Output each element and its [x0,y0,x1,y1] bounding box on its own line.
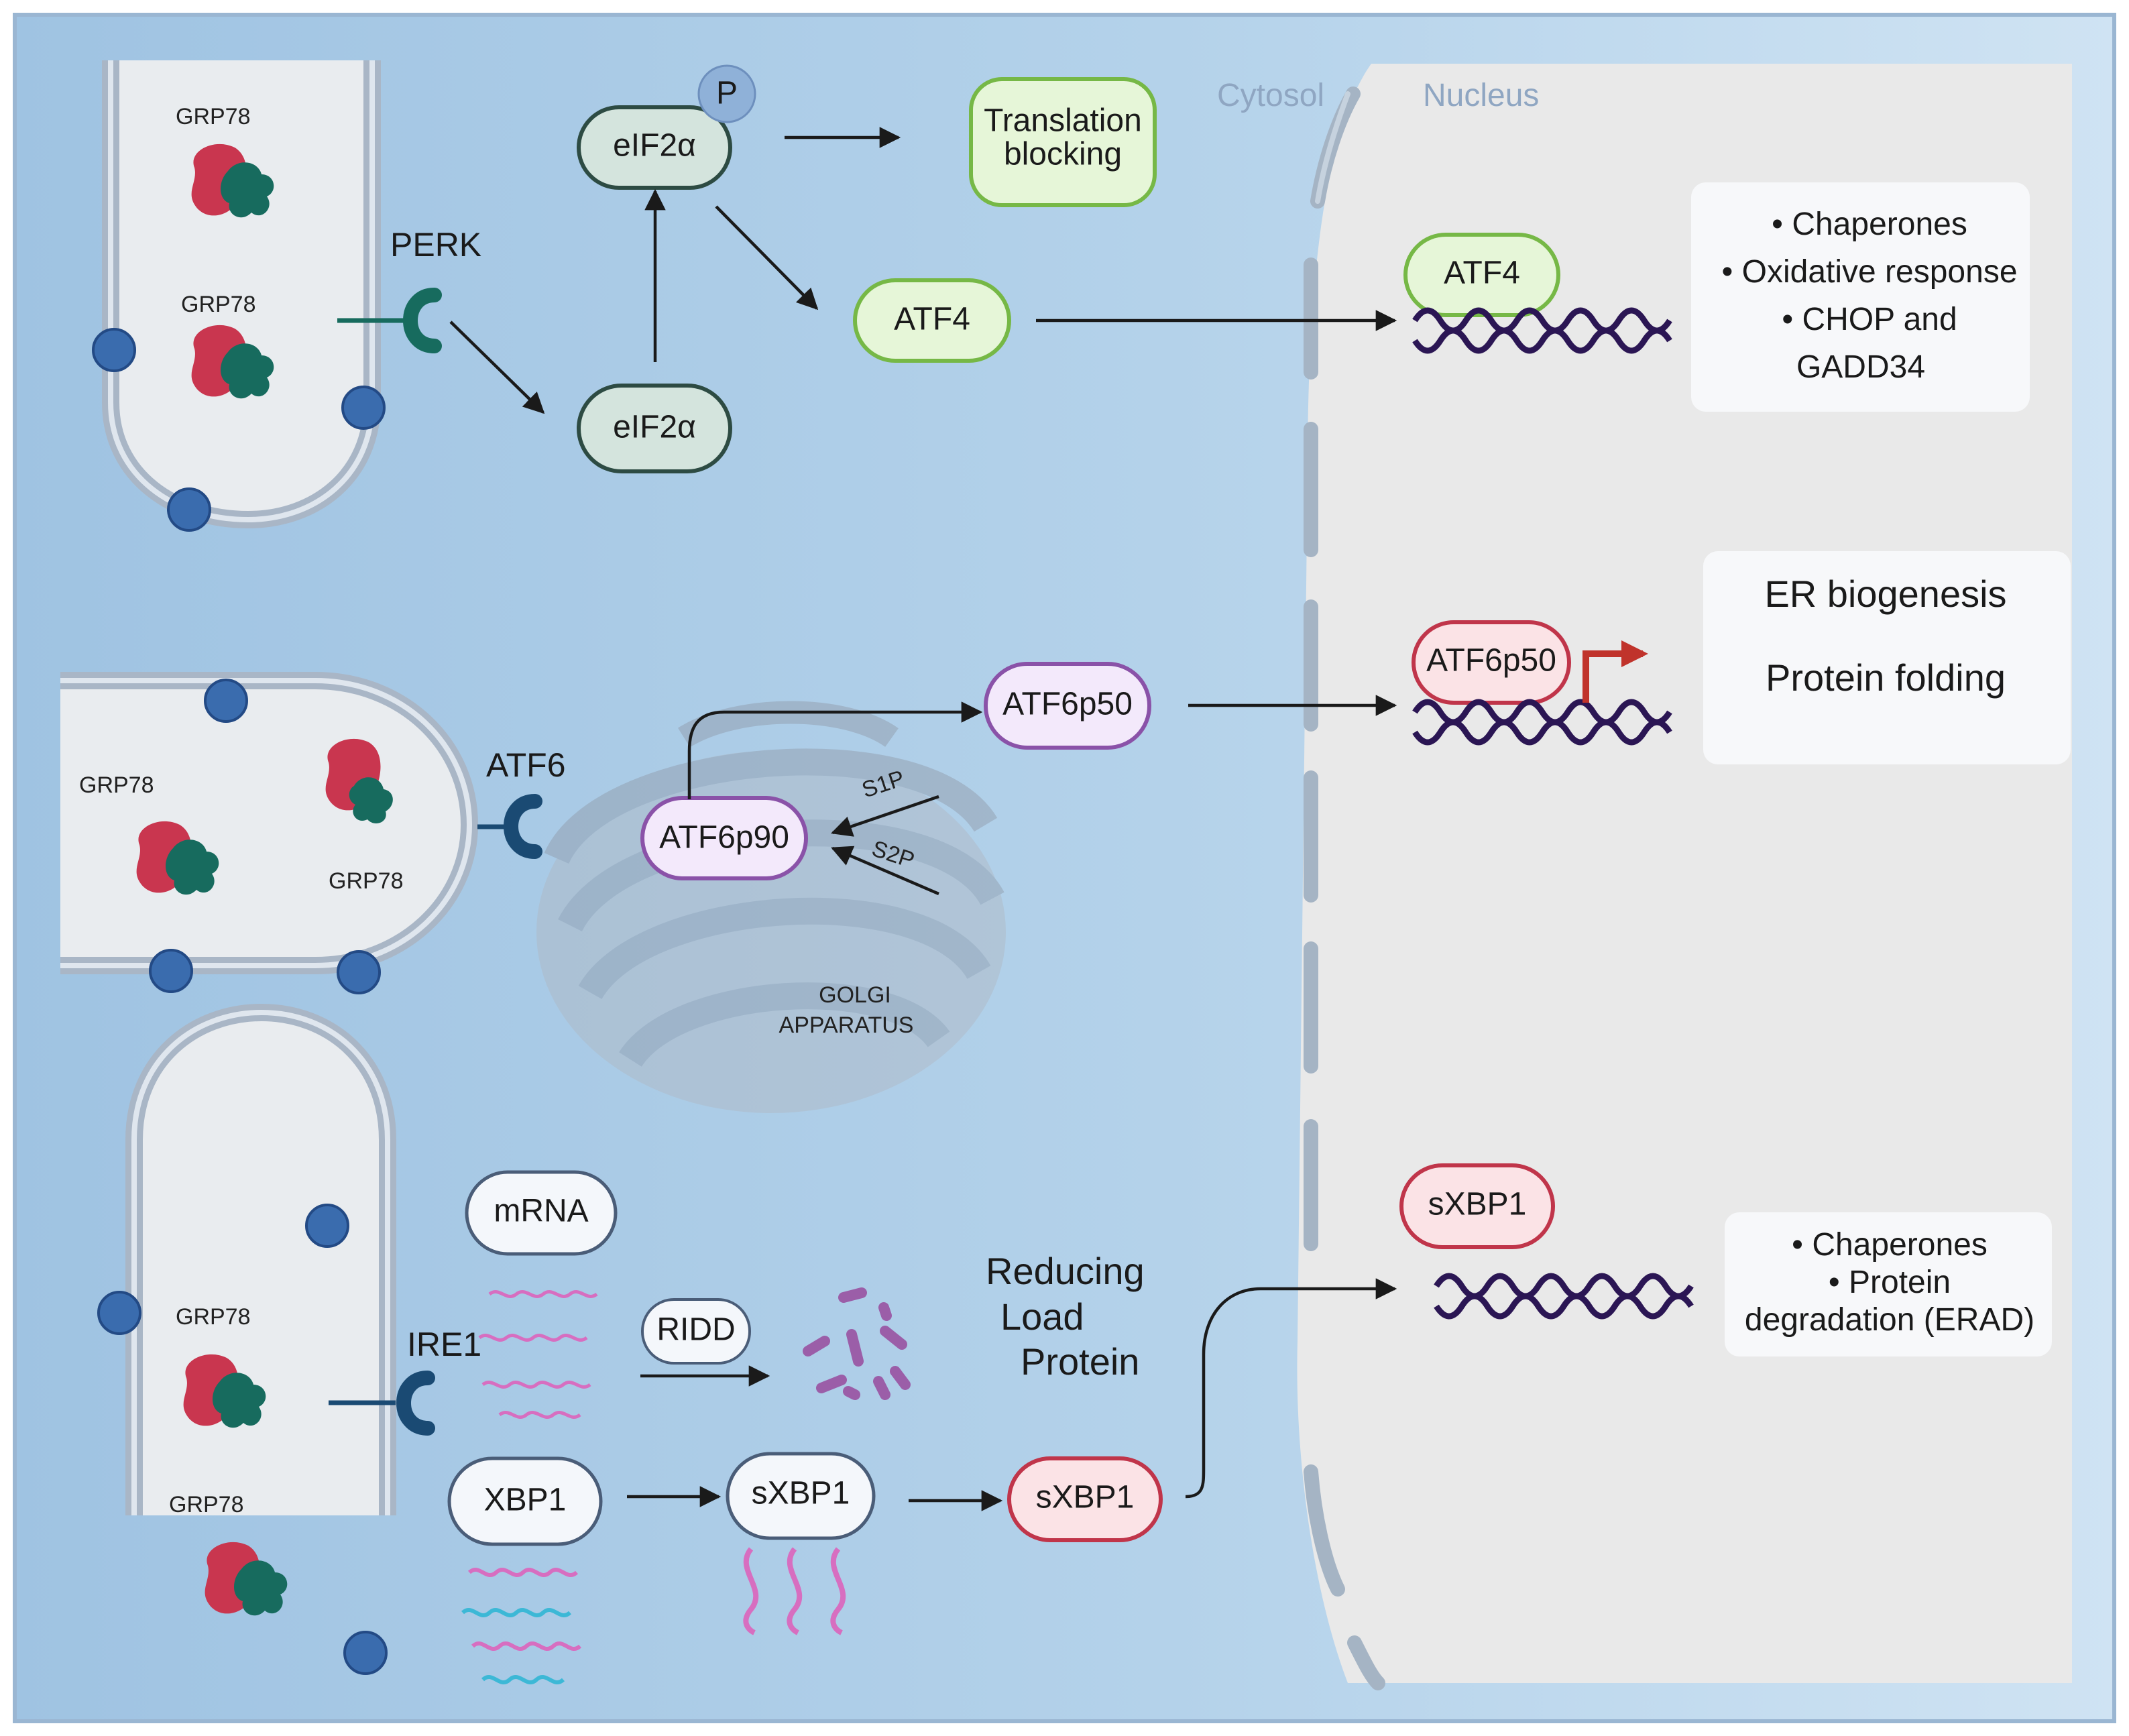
grp78-label: GRP78 [181,292,256,317]
ire1-receptor-icon [396,1371,435,1436]
ire1-outcome-item: • Protein [1829,1265,1951,1300]
svg-text:RIDD: RIDD [656,1312,735,1348]
mrna-strands-icon [478,1290,598,1419]
svg-text:eIF2α: eIF2α [613,410,696,445]
grp78-protein-icon [205,1542,288,1616]
ridd-node: RIDD [641,1298,751,1365]
svg-text:mRNA: mRNA [494,1194,588,1229]
atf6-outcome-item: ER biogenesis [1764,573,2006,615]
reducing-load-label: Load [1000,1295,1084,1338]
grp78-protein-icon [136,821,219,895]
xbp1-mrna-strands-icon [461,1568,582,1684]
perk-label: PERK [390,226,481,264]
dna-helix-icon [1434,1273,1694,1320]
ire1-label: IRE1 [407,1326,481,1363]
sxbp1-node: sXBP1 [1007,1456,1163,1542]
svg-text:ATF6p90: ATF6p90 [659,820,789,856]
degraded-mrna-fragments-icon [803,1287,911,1400]
ribosome-icon [149,679,381,994]
svg-text:Translation: Translation [984,103,1142,139]
reducing-load-label: Protein [1021,1340,1139,1383]
perk-outcomes-box: • Chaperones • Oxidative response • CHOP… [1691,182,2030,412]
atf6-outcome-item: Protein folding [1766,656,2006,699]
reducing-load-label: Reducing [986,1250,1145,1292]
perk-receptor-icon [403,288,442,353]
golgi-label: GOLGI [819,982,891,1008]
eif2a-phosphorylated-node: eIF2α [577,105,732,190]
svg-text:sXBP1: sXBP1 [1428,1187,1527,1222]
ribosome-icon [92,328,386,532]
atf6-outcomes-box: ER biogenesis Protein folding [1703,551,2071,764]
svg-text:eIF2α: eIF2α [613,128,696,164]
svg-text:sXBP1: sXBP1 [752,1476,850,1511]
grp78-protein-icon [191,325,274,399]
xbp1-node: XBP1 [447,1456,603,1546]
ire1-outcome-item: degradation (ERAD) [1745,1302,2034,1338]
grp78-label: GRP78 [79,772,154,798]
svg-text:P: P [716,76,738,111]
er-compartment-middle [60,672,479,974]
sxbp1-spliced-node: sXBP1 [726,1452,876,1540]
atf4-node: ATF4 [853,278,1011,363]
svg-text:ATF6p50: ATF6p50 [1426,643,1556,679]
grp78-protein-icon [191,143,274,218]
atf6p50-nuclear-node: ATF6p50 [1412,620,1571,705]
perk-outcome-item: • Oxidative response [1721,254,2017,290]
transcription-start-arrow-icon [1583,640,1648,703]
eif2a-node: eIF2α [577,384,732,473]
ribosome-icon [97,1204,388,1675]
perk-outcome-item: GADD34 [1796,349,1925,385]
grp78-label: GRP78 [176,104,251,129]
nuclear-envelope-inner [1315,91,1350,204]
sxbp1-nuclear-node: sXBP1 [1399,1163,1555,1249]
svg-text:XBP1: XBP1 [484,1483,567,1518]
region-label-cytosol: Cytosol [1217,78,1324,113]
atf6-label: ATF6 [486,746,566,784]
grp78-label: GRP78 [329,868,404,894]
grp78-protein-icon [325,738,393,824]
sxbp1-mrna-strands-icon [743,1547,846,1635]
perk-outcome-item: • Chaperones [1772,207,1967,242]
svg-text:ATF4: ATF4 [894,302,970,337]
er-compartment-bottom [125,1003,396,1515]
dna-helix-icon [1412,699,1672,746]
region-label-nucleus: Nucleus [1423,78,1539,113]
mrna-node: mRNA [465,1170,618,1256]
svg-text:ATF4: ATF4 [1444,255,1520,291]
grp78-label: GRP78 [176,1304,251,1330]
perk-outcome-item: • CHOP and [1782,302,1957,337]
ire1-outcomes-box: • Chaperones • Protein degradation (ERAD… [1725,1212,2052,1356]
dna-helix-icon [1412,307,1672,354]
svg-text:blocking: blocking [1004,137,1122,172]
svg-text:ATF6p50: ATF6p50 [1002,687,1133,722]
atf4-nuclear-node: ATF4 [1403,233,1560,317]
translation-blocking-node: Translation blocking [969,77,1157,207]
phosphate-badge: P [697,64,756,123]
golgi-label: APPARATUS [779,1012,914,1038]
grp78-label: GRP78 [169,1492,244,1517]
atf6p90-node: ATF6p90 [640,796,808,880]
svg-text:sXBP1: sXBP1 [1036,1480,1135,1515]
ire1-outcome-item: • Chaperones [1792,1227,1988,1263]
grp78-protein-icon [183,1354,266,1428]
atf6p50-node: ATF6p50 [984,662,1151,750]
